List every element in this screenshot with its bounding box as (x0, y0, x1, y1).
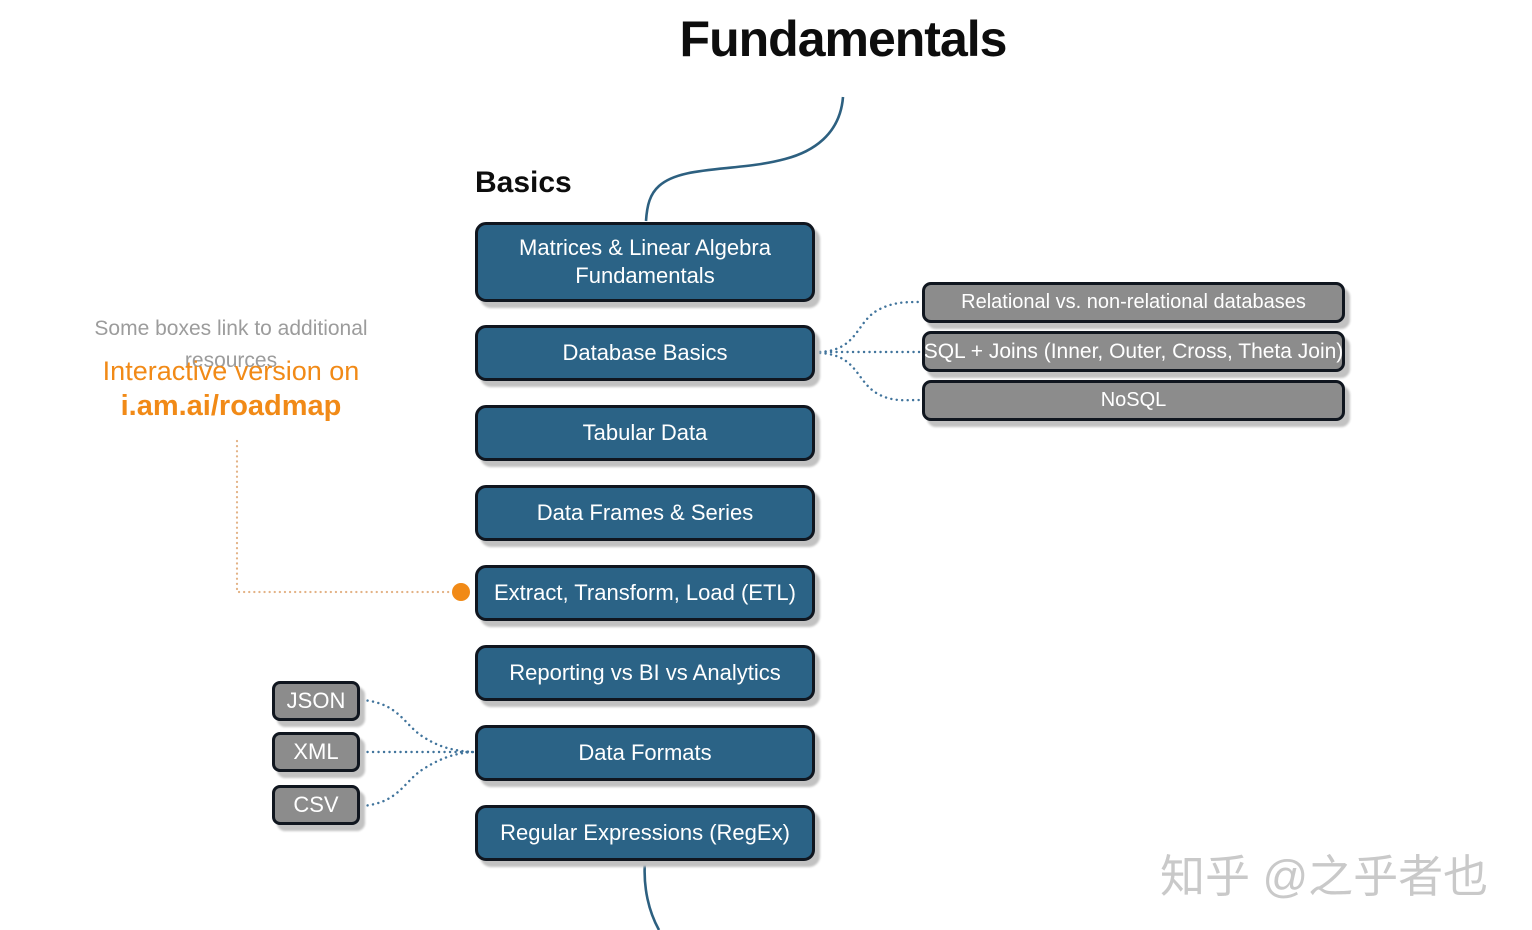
node-json[interactable]: JSON (272, 681, 360, 721)
node-label: Database Basics (562, 340, 728, 365)
title-to-basics-curve (644, 96, 845, 222)
node-data-frames-series[interactable]: Data Frames & Series (475, 485, 815, 541)
node-relational-vs-nonrelational[interactable]: Relational vs. non-relational databases (922, 282, 1345, 323)
node-reporting-bi-analytics[interactable]: Reporting vs BI vs Analytics (475, 645, 815, 701)
node-sql-joins[interactable]: SQL + Joins (Inner, Outer, Cross, Theta … (922, 331, 1345, 372)
roadmap-link[interactable]: i.am.ai/roadmap (120, 390, 342, 422)
node-csv[interactable]: CSV (272, 785, 360, 825)
link-marker-dot (452, 583, 470, 601)
node-regex[interactable]: Regular Expressions (RegEx) (475, 805, 815, 861)
node-label: Tabular Data (582, 420, 708, 445)
node-xml[interactable]: XML (272, 732, 360, 772)
note-interactive-text: Interactive version on (102, 356, 360, 386)
node-label: Relational vs. non-relational databases (961, 291, 1306, 313)
regex-continuation-curve (643, 860, 661, 930)
node-label: JSON (286, 688, 346, 713)
connector-db-to-relational (818, 300, 923, 354)
section-heading: Basics (475, 166, 572, 199)
node-label: SQL + Joins (Inner, Outer, Cross, Theta … (923, 339, 1344, 363)
node-label: Matrices & Linear Algebra Fundamentals (519, 235, 771, 288)
node-label: NoSQL (1100, 389, 1167, 411)
node-label: CSV (293, 792, 339, 817)
connector-json-to-dataformats (360, 698, 475, 754)
note-interactive: Interactive version on i.am.ai/roadmap (60, 356, 402, 426)
page-title: Fundamentals (679, 11, 1008, 67)
node-label: Regular Expressions (RegEx) (500, 820, 790, 845)
node-matrices-linear-algebra[interactable]: Matrices & Linear Algebra Fundamentals (475, 222, 815, 302)
node-etl[interactable]: Extract, Transform, Load (ETL) (475, 565, 815, 621)
connector-db-to-nosql (818, 351, 923, 402)
node-database-basics[interactable]: Database Basics (475, 325, 815, 381)
node-label: Extract, Transform, Load (ETL) (494, 580, 796, 605)
connector-csv-to-dataformats (360, 750, 475, 808)
node-data-formats[interactable]: Data Formats (475, 725, 815, 781)
node-nosql[interactable]: NoSQL (922, 380, 1345, 421)
note-link-line (235, 439, 454, 594)
zhihu-watermark: 知乎 @之乎者也 (1160, 851, 1489, 902)
node-label: Reporting vs BI vs Analytics (509, 660, 781, 685)
node-label: Data Formats (578, 740, 712, 765)
node-label: Data Frames & Series (536, 500, 754, 525)
note-resources-text: Some boxes link to additional resources (94, 317, 368, 372)
node-label: XML (293, 739, 339, 764)
node-tabular-data[interactable]: Tabular Data (475, 405, 815, 461)
